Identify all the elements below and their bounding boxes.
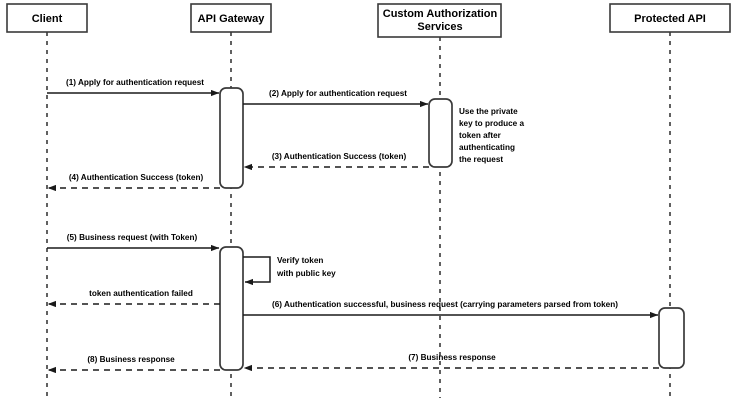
participant-label-api-gateway: API Gateway bbox=[198, 13, 266, 25]
message-4[interactable]: (4) Authentication Success (token) bbox=[47, 173, 220, 192]
participant-label-client: Client bbox=[32, 13, 63, 25]
activation-bar-custom-auth[interactable] bbox=[428, 98, 453, 168]
message-token-authentication-failed[interactable]: token authentication failed bbox=[47, 289, 220, 308]
message-self-verify-token-loop[interactable] bbox=[243, 256, 271, 286]
message-4-label: (4) Authentication Success (token) bbox=[69, 173, 204, 182]
participant-box-client[interactable] bbox=[6, 3, 88, 33]
activation-bar-api-gateway-auth[interactable] bbox=[219, 87, 244, 189]
message-7[interactable]: (7) Business response bbox=[243, 353, 659, 372]
activation-bar-protected-api[interactable] bbox=[658, 307, 685, 369]
participant-label-custom-auth-line1: Custom Authorization bbox=[383, 8, 498, 20]
note-private-key-line-1: Use the private bbox=[459, 107, 518, 116]
message-3-label: (3) Authentication Success (token) bbox=[272, 152, 407, 161]
note-private-key-line-2: key to produce a bbox=[459, 119, 525, 128]
message-8-label: (8) Business response bbox=[87, 355, 175, 364]
message-6[interactable]: (6) Authentication successful, business … bbox=[243, 300, 659, 319]
message-1[interactable]: (1) Apply for authentication request bbox=[47, 78, 220, 97]
participant-box-custom-auth[interactable] bbox=[377, 3, 502, 38]
note-private-key-line-3: token after bbox=[459, 131, 502, 140]
participant-label-protected-api: Protected API bbox=[634, 13, 706, 25]
message-7-label: (7) Business response bbox=[408, 353, 496, 362]
activation-bar-api-gateway-business[interactable] bbox=[219, 246, 244, 371]
message-token-authentication-failed-label: token authentication failed bbox=[89, 289, 193, 298]
lifelines-group bbox=[46, 32, 671, 398]
activations-group bbox=[219, 87, 685, 371]
message-6-label: (6) Authentication successful, business … bbox=[272, 300, 618, 309]
participant-client[interactable]: Client bbox=[6, 3, 88, 33]
message-self-verify-token[interactable]: Verify token with public key bbox=[243, 256, 336, 286]
message-1-label: (1) Apply for authentication request bbox=[66, 78, 204, 87]
participant-label-custom-auth-line2: Services bbox=[417, 21, 462, 33]
message-8[interactable]: (8) Business response bbox=[47, 355, 220, 374]
note-private-key-line-4: authenticating bbox=[459, 143, 515, 152]
participant-api-gateway[interactable]: API Gateway bbox=[190, 3, 272, 33]
message-2[interactable]: (2) Apply for authentication request bbox=[243, 89, 429, 108]
participant-box-api-gateway[interactable] bbox=[190, 3, 272, 33]
note-private-key: Use the private key to produce a token a… bbox=[459, 107, 525, 164]
message-self-verify-token-label-line1: Verify token bbox=[277, 256, 323, 265]
message-2-label: (2) Apply for authentication request bbox=[269, 89, 407, 98]
note-private-key-line-5: the request bbox=[459, 155, 503, 164]
participant-box-protected-api[interactable] bbox=[609, 3, 731, 33]
message-5-label: (5) Business request (with Token) bbox=[67, 233, 198, 242]
message-self-verify-token-label-line2: with public key bbox=[276, 269, 336, 278]
message-3[interactable]: (3) Authentication Success (token) bbox=[243, 152, 429, 171]
participant-custom-auth[interactable]: Custom Authorization Services bbox=[377, 3, 502, 38]
participant-protected-api[interactable]: Protected API bbox=[609, 3, 731, 33]
message-5[interactable]: (5) Business request (with Token) bbox=[47, 233, 220, 252]
